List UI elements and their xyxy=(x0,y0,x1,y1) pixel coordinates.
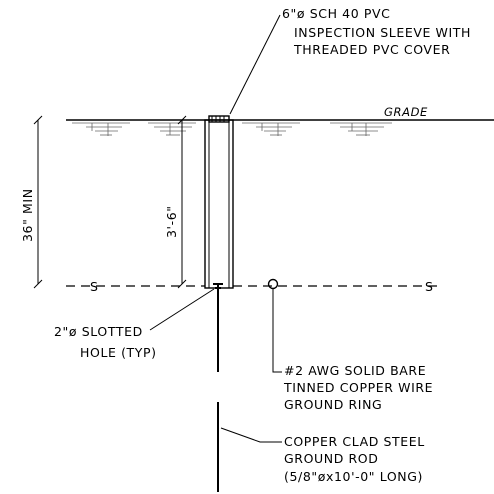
sleeve-leader xyxy=(229,14,281,115)
threaded-pvc-cover xyxy=(208,115,230,123)
rod-label-line2: GROUND ROD xyxy=(284,451,378,466)
sleeve-label-line2: INSPECTION SLEEVE WITH xyxy=(294,25,471,40)
dimension-3-6-label: 3'-6" xyxy=(164,205,179,238)
grade-label: GRADE xyxy=(384,105,428,119)
wire-label-line1: #2 AWG SOLID BARE xyxy=(284,363,426,378)
wire-label-line3: GROUND RING xyxy=(284,397,382,412)
sleeve-label-line3: THREADED PVC COVER xyxy=(293,42,450,57)
rod-label-line1: COPPER CLAD STEEL xyxy=(284,434,425,449)
wire-label-line2: TINNED COPPER WIRE xyxy=(283,380,433,395)
slotted-hole-leader xyxy=(149,288,215,331)
dimension-36-min xyxy=(33,115,43,289)
rod-label-line3: (5/8"øx10'-0" LONG) xyxy=(284,469,423,484)
slotted-label-line2: HOLE (TYP) xyxy=(80,345,157,360)
ground-wire-leader xyxy=(272,289,282,373)
dimension-3-6 xyxy=(177,115,187,289)
ground-rod-leader xyxy=(220,427,282,443)
soil-hatch-right xyxy=(242,122,392,136)
slotted-label-line1: 2"ø SLOTTED xyxy=(54,324,143,339)
sleeve-label-line1: 6"ø SCH 40 PVC xyxy=(282,6,390,21)
wire-marker-right: S xyxy=(425,279,434,294)
ground-ring-wire xyxy=(66,278,440,290)
dimension-36-min-label: 36" MIN xyxy=(20,188,35,242)
wire-marker-left: S xyxy=(90,279,99,294)
soil-hatch-left xyxy=(72,122,196,136)
